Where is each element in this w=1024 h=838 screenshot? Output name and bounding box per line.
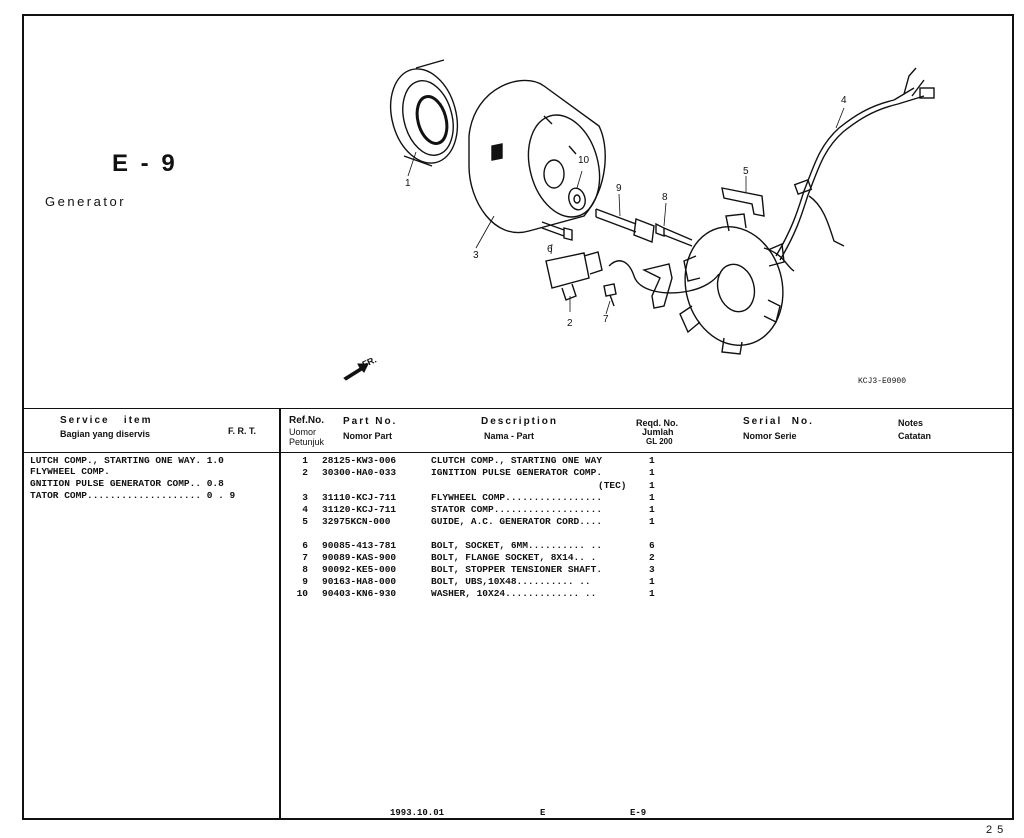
service-item-row: TATOR COMP.................... 0 . 9 <box>30 490 236 501</box>
part-description: BOLT, FLANGE SOCKET, 8X14.. . <box>431 552 597 563</box>
part-quantity: 1 <box>649 516 655 527</box>
part-description: IGNITION PULSE GENERATOR COMP. <box>431 467 603 478</box>
table-divider <box>279 408 281 820</box>
part-description: GUIDE, A.C. GENERATOR CORD.... <box>431 516 603 527</box>
pulse-generator-drawing <box>545 251 690 301</box>
serial-no-header-id: Nomor Serie <box>743 431 797 441</box>
part-description: FLYWHEEL COMP................. <box>431 492 603 503</box>
description-header-id: Nama - Part <box>484 431 535 441</box>
part-number: 31120-KCJ-711 <box>322 504 397 515</box>
callout-9: 9 <box>616 183 622 194</box>
callout-4: 4 <box>841 95 847 106</box>
callout-7: 7 <box>603 314 609 325</box>
page-number: 2 5 <box>986 824 1005 836</box>
footer-section: E-9 <box>630 808 647 818</box>
jumlah-header: Jumlah <box>642 427 674 437</box>
frt-header: F. R. T. <box>228 426 257 436</box>
ref-no-header-id: Uomor <box>289 427 317 437</box>
service-item-header: Service item <box>60 415 153 426</box>
part-quantity: 1 <box>649 576 655 587</box>
part-description: BOLT, SOCKET, 6MM.......... .. <box>431 540 603 551</box>
part-ref: 7 <box>302 552 308 563</box>
part-quantity: 1 <box>649 588 655 599</box>
footer-letter: E <box>540 808 546 818</box>
part-ref: 1 <box>302 455 308 466</box>
callout-1: 1 <box>405 178 411 189</box>
part-description: STATOR COMP................... <box>431 504 603 515</box>
flywheel-comp-drawing <box>468 79 606 234</box>
part-number: 90163-HA8-000 <box>322 576 397 587</box>
notes-header: Notes <box>898 418 924 428</box>
serial-no-header: Serial No. <box>743 416 814 427</box>
part-ref: 10 <box>296 588 308 599</box>
service-item-row: LUTCH COMP., STARTING ONE WAY. 1.0 <box>30 455 224 466</box>
table-top-rule <box>22 408 1014 409</box>
callout-3: 3 <box>473 250 479 261</box>
stator-comp-drawing <box>679 213 785 355</box>
footer-date: 1993.10.01 <box>390 808 445 818</box>
part-number: 28125-KW3-006 <box>322 455 397 466</box>
part-ref: 8 <box>302 564 308 575</box>
part-ref: 5 <box>302 516 308 527</box>
drawing-code: KCJ3-E0900 <box>858 377 907 386</box>
part-quantity: 1 <box>649 504 655 515</box>
part-ref: 6 <box>302 540 308 551</box>
service-item-row: GNITION PULSE GENERATOR COMP.. 0.8 <box>30 478 224 489</box>
section-name: Generator <box>45 194 127 209</box>
part-number: 90085-413-781 <box>322 540 397 551</box>
part-quantity: 3 <box>649 564 655 575</box>
part-ref: 9 <box>302 576 308 587</box>
part-quantity: 1 <box>649 455 655 466</box>
part-description: BOLT, UBS,10X48.......... .. <box>431 576 591 587</box>
generator-exploded-diagram <box>343 59 935 381</box>
callout-5: 5 <box>743 166 749 177</box>
callout-6: 6 <box>547 244 553 255</box>
part-description: WASHER, 10X24............. .. <box>431 588 597 599</box>
reqd-no-header: Reqd. No. <box>636 418 678 428</box>
part-description: (TEC) <box>598 480 627 491</box>
callout-8: 8 <box>662 192 668 203</box>
section-code: E - 9 <box>112 150 178 177</box>
service-item-row: FLYWHEEL COMP. <box>30 466 110 477</box>
part-description: BOLT, STOPPER TENSIONER SHAFT. <box>431 564 603 575</box>
part-description: CLUTCH COMP., STARTING ONE WAY <box>431 455 603 466</box>
part-quantity: 1 <box>649 492 655 503</box>
ref-no-header: Ref.No. <box>289 415 324 426</box>
description-header: Description <box>481 416 559 427</box>
part-number: 32975KCN-000 <box>322 516 391 527</box>
clutch-comp-drawing <box>389 59 459 167</box>
page-frame <box>22 14 1014 820</box>
part-quantity: 2 <box>649 552 655 563</box>
part-number: 90403-KN6-930 <box>322 588 397 599</box>
callout-2: 2 <box>567 318 573 329</box>
part-no-header: Part No. <box>343 416 398 427</box>
front-direction-arrow <box>343 363 369 381</box>
part-quantity: 1 <box>649 480 655 491</box>
part-number: 90089-KAS-900 <box>322 552 397 563</box>
part-ref: 3 <box>302 492 308 503</box>
part-ref: 4 <box>302 504 308 515</box>
part-number: 31110-KCJ-711 <box>322 492 397 503</box>
part-number: 90092-KE5-000 <box>322 564 397 575</box>
part-number: 30300-HA0-033 <box>322 467 397 478</box>
part-ref: 2 <box>302 467 308 478</box>
callout-10: 10 <box>578 155 590 166</box>
part-quantity: 6 <box>649 540 655 551</box>
part-no-header-id: Nomor Part <box>343 431 393 441</box>
notes-header-id: Catatan <box>898 431 932 441</box>
part-quantity: 1 <box>649 467 655 478</box>
model-header: GL 200 <box>646 437 673 446</box>
table-header-rule <box>22 452 1014 453</box>
service-item-header-id: Bagian yang diservis <box>60 429 151 439</box>
ref-no-header-id-2: Petunjuk <box>289 437 325 447</box>
bolt-9-drawing <box>595 208 655 243</box>
